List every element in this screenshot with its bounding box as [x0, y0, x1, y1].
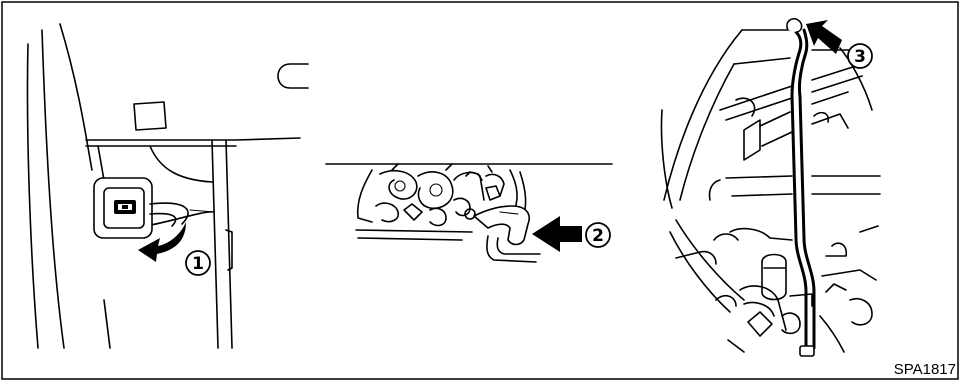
panel-support-rod: 3 [661, 19, 880, 356]
step-3-marker: 3 [848, 44, 872, 68]
step-2-number: 2 [592, 226, 604, 246]
secondary-latch-lever [474, 206, 529, 245]
step-1-marker: 1 [186, 251, 210, 275]
panel-release-handle: 1 [27, 24, 308, 348]
step-3-number: 3 [854, 47, 866, 67]
hood-release-handle [94, 178, 152, 238]
hood-lock-icon [114, 200, 136, 214]
support-rod [787, 19, 814, 356]
step-1-number: 1 [192, 254, 204, 274]
arrow-icon [806, 20, 842, 54]
step-2-marker: 2 [586, 223, 610, 247]
arrow-icon [532, 216, 582, 252]
panel-secondary-latch: 2 [326, 164, 612, 262]
figure-code: SPA1817 [894, 361, 956, 378]
